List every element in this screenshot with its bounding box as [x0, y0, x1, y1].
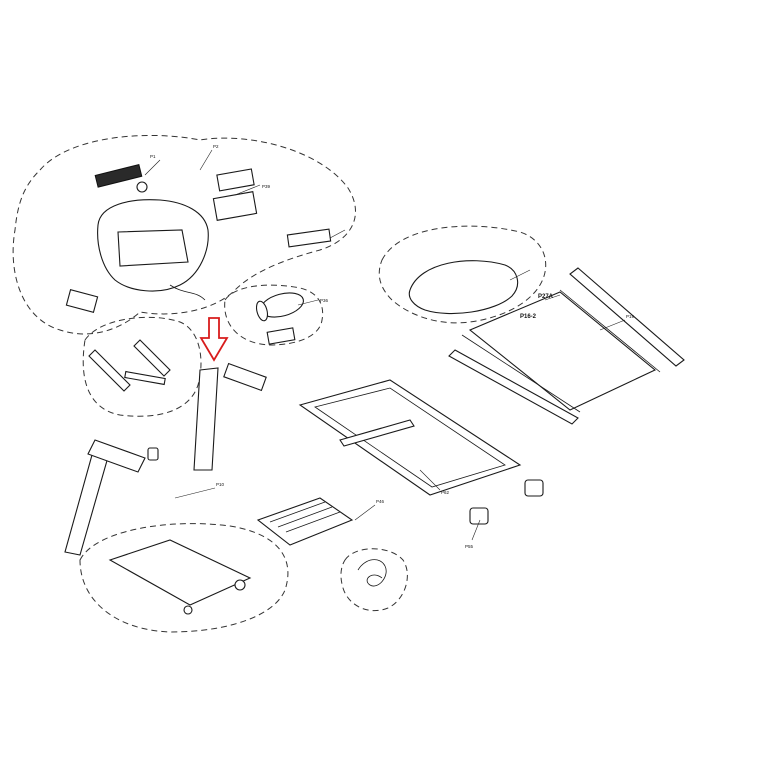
callout-p36: P36 — [320, 298, 329, 303]
upright-column — [193, 367, 219, 471]
callout-p62: P62 — [441, 490, 450, 495]
upright-cover — [223, 362, 267, 392]
handrail-group-outline — [82, 316, 202, 417]
cable-group-outline — [340, 548, 408, 612]
callout-p27a: P27A — [538, 294, 554, 300]
frame-crossbar — [339, 419, 415, 447]
deck-frame — [468, 291, 657, 411]
callout-p39: P39 — [262, 184, 271, 189]
callout-labels: P1 P2 P27A P16-2 P39 P36 P19 P62 P10 P46… — [150, 144, 635, 549]
callout-p10: P10 — [216, 482, 225, 487]
callout-p19: P19 — [626, 314, 635, 319]
side-rail-top — [569, 267, 685, 367]
callout-p2: P2 — [213, 144, 219, 149]
console-screen — [117, 229, 189, 267]
base-wheel-2 — [183, 605, 193, 615]
handrail-left — [88, 349, 131, 392]
tray-ribs — [269, 501, 341, 533]
deck-roller-front — [461, 334, 581, 413]
handrail-bar — [124, 370, 166, 386]
motor-group-outline — [224, 284, 324, 346]
lower-frame-group-outline — [79, 523, 289, 633]
left-upright-top — [87, 439, 146, 473]
deck-roller-rear — [559, 289, 661, 373]
bracket-plate — [65, 288, 99, 314]
main-frame — [298, 379, 522, 496]
side-rail-bottom — [448, 349, 579, 425]
console-group-outline — [12, 134, 356, 335]
leader-lines — [144, 149, 626, 541]
end-cap-2 — [469, 507, 489, 525]
console-display-strip — [94, 164, 143, 188]
highlight-arrow — [199, 317, 229, 362]
motor-tray — [256, 497, 354, 546]
bottle-holder — [147, 447, 159, 461]
motor-hood — [408, 260, 519, 315]
base-frame — [108, 539, 252, 606]
console-knob — [136, 181, 148, 193]
motor-mount — [266, 327, 296, 345]
motor-end — [255, 300, 269, 322]
base-wheel-1 — [234, 579, 246, 591]
console-keypad-1 — [212, 191, 258, 221]
console-keypad-2 — [216, 168, 255, 192]
main-frame-inner — [314, 387, 506, 488]
callout-p55: P55 — [465, 544, 474, 549]
left-upright — [64, 449, 111, 556]
console-cable — [169, 284, 206, 301]
callout-p1: P1 — [150, 154, 156, 159]
callout-p16-2: P16-2 — [520, 314, 537, 320]
end-cap-1 — [524, 479, 544, 497]
callout-p46: P46 — [376, 499, 385, 504]
console-board — [286, 228, 332, 248]
handrail-right — [133, 339, 171, 377]
cable-bundle — [357, 559, 387, 587]
